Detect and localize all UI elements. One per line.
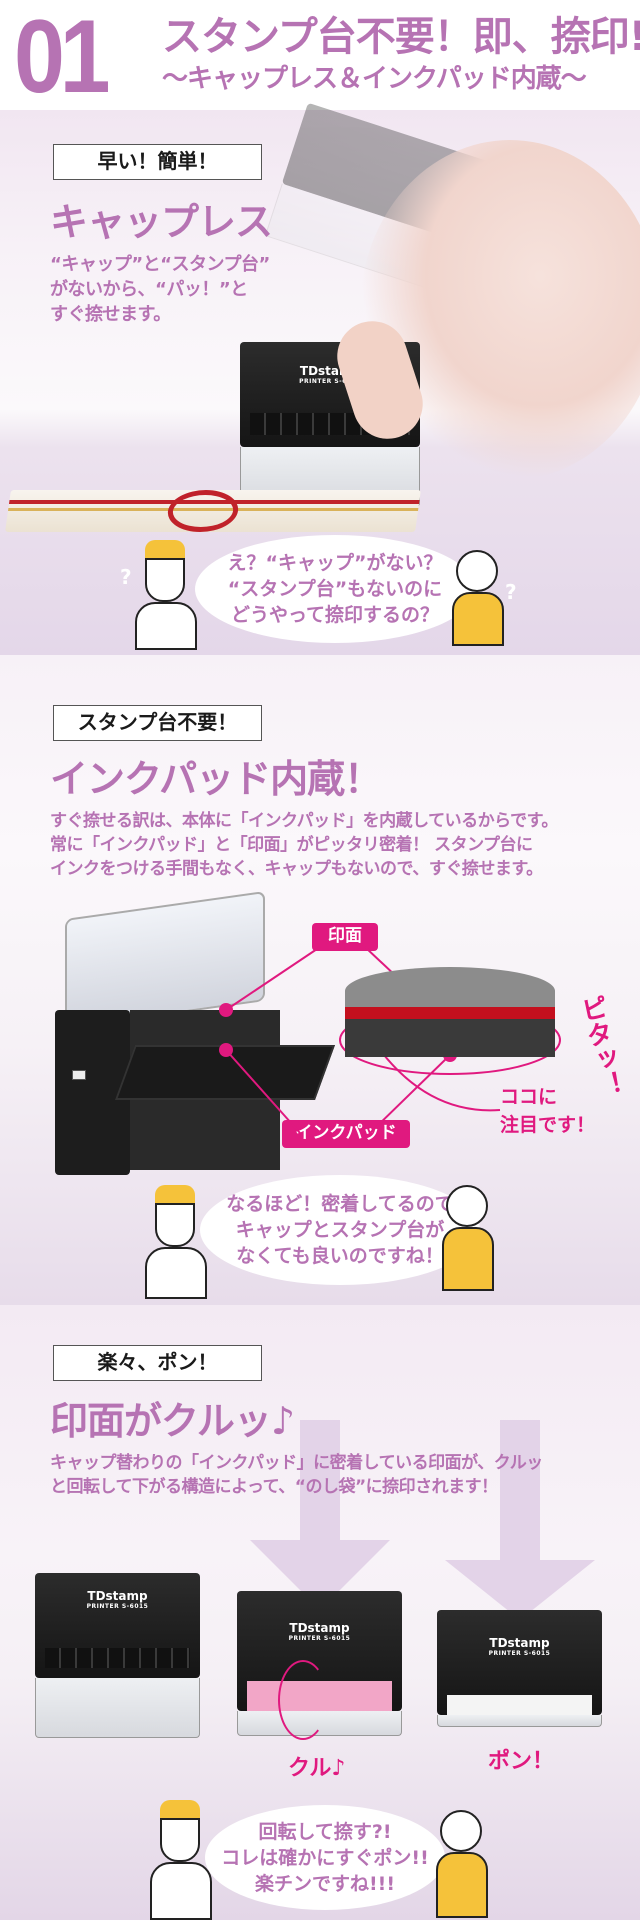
cross-section-diagram (345, 967, 555, 1077)
stamp-step-3: TDstamp PRINTER S-6015 (437, 1610, 602, 1727)
woman-character (438, 1185, 498, 1295)
arrow-down-icon (300, 1420, 340, 1540)
section-body: キャップ替わりの「インクパッド」に密着している印面が、クルッ と回転して下がる構… (50, 1453, 543, 1497)
man-character (145, 1185, 215, 1300)
section-heading: インクパッド内蔵！ (50, 757, 382, 801)
speech-bubble: なるほど！密着してるので キャップとスタンプ台が なくても良いのですね！ (200, 1175, 480, 1285)
noshi-envelope (5, 490, 421, 532)
page-header: 01 スタンプ台不要！即、捺印!! ～キャップレス＆インクパッド内蔵～ (0, 0, 640, 115)
label-stamp-face: 印面 (312, 923, 378, 951)
section-number: 01 (14, 0, 111, 115)
rotate-arrow (278, 1660, 328, 1740)
question-mark: ? (120, 565, 132, 589)
stamp-step-1: TDstamp PRINTER S-6015 (35, 1573, 200, 1738)
stamp-open-product (55, 890, 336, 1175)
man-character (135, 540, 205, 650)
speech-bubble: え？“キャップ”がない？ “スタンプ台”もないのに どうやって捺印するの？ (195, 535, 475, 643)
section-heading: 印面がクルッ♪ (50, 1399, 295, 1443)
tag-fast-easy: 早い！簡単！ (53, 144, 262, 180)
tag-no-stamp-pad: スタンプ台不要！ (53, 705, 262, 741)
sfx-pon: ポン！ (488, 1749, 555, 1774)
woman-character (432, 1810, 492, 1920)
note-look-here: ココに 注目です！ (500, 1086, 596, 1136)
man-character (150, 1800, 220, 1920)
sfx-kuru: クル♪ (288, 1756, 346, 1781)
section-heading: キャップレス (50, 200, 273, 244)
label-ink-pad: インクパッド (282, 1120, 410, 1148)
section-inkpad: スタンプ台不要！ インクパッド内蔵！ すぐ捺せる訳は、本体に「インクパッド」を内… (0, 655, 640, 1305)
page-title: スタンプ台不要！即、捺印!! (162, 14, 640, 60)
arrow-down-icon (500, 1420, 540, 1560)
section-body: すぐ捺せる訳は、本体に「インクパッド」を内蔵しているからです。 常に「インクパッ… (50, 811, 558, 879)
section-capless: 早い！簡単！ キャップレス “キャップ”と“スタンプ台” がないから、“パッ！”… (0, 102, 640, 655)
section-rotate: 楽々、ポン！ 印面がクルッ♪ キャップ替わりの「インクパッド」に密着している印面… (0, 1305, 640, 1920)
question-mark: ? (505, 580, 517, 604)
woman-character (448, 550, 508, 650)
speech-bubble: 回転して捺す?! コレは確かにすぐポン!! 楽チンですね!!! (205, 1805, 445, 1910)
tag-easy-pon: 楽々、ポン！ (53, 1345, 262, 1381)
page-subtitle: ～キャップレス＆インクパッド内蔵～ (162, 64, 587, 94)
section-body: “キャップ”と“スタンプ台” がないから、“パッ！”と すぐ捺せます。 (50, 254, 270, 325)
model-label: PRINTER S-6015 (299, 378, 361, 385)
